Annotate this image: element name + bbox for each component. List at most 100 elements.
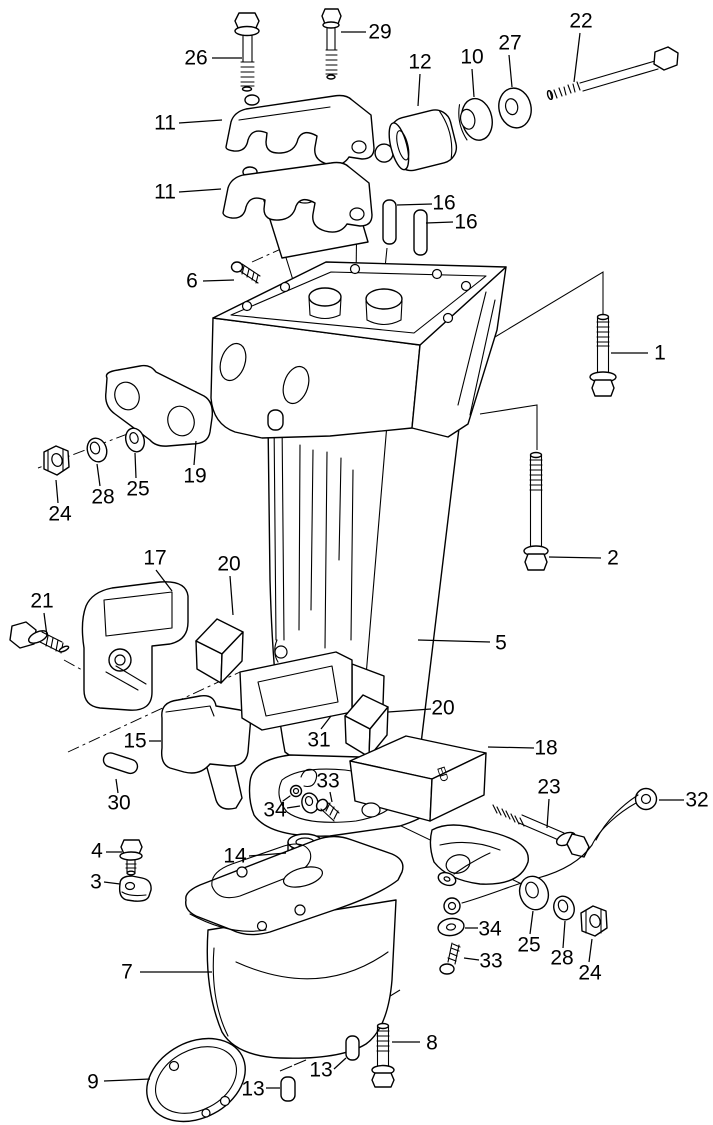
callout-label-13-40: 13 <box>241 1078 264 1101</box>
callout-label-26-0: 26 <box>184 47 207 70</box>
callout-leader-33-29 <box>329 791 333 803</box>
screw-6-drawing <box>230 261 261 284</box>
callout-leader-34-28 <box>286 805 301 809</box>
callout-label-33-34: 33 <box>479 950 502 973</box>
plate-3-drawing <box>118 875 152 902</box>
callout-label-2-16: 2 <box>607 547 619 570</box>
callout-label-33-29: 33 <box>316 770 339 793</box>
callout-label-23-26: 23 <box>537 776 560 799</box>
callout-leader-24-15 <box>55 479 59 504</box>
callout-label-3-31: 3 <box>90 871 102 894</box>
callout-leader-5-17 <box>417 639 491 643</box>
callout-label-20-24: 20 <box>431 697 454 720</box>
lower-mount-bracket-drawing <box>222 161 373 233</box>
callout-leader-6-10 <box>202 279 235 282</box>
callout-label-15-21: 15 <box>123 730 146 753</box>
callout-label-28-36: 28 <box>550 947 573 970</box>
dowel-pin-13a-drawing <box>280 1076 296 1102</box>
callout-leader-25-35 <box>529 910 534 935</box>
callout-label-24-15: 24 <box>48 503 72 526</box>
callout-leader-27-4 <box>508 54 513 88</box>
callout-label-17-18: 17 <box>143 547 166 570</box>
washer-10-drawing <box>458 97 493 141</box>
callout-leader-23-26 <box>546 798 550 829</box>
bolt-8-drawing <box>371 1022 395 1088</box>
gasket-9-drawing <box>146 1037 246 1123</box>
callout-leader-20-19 <box>229 575 234 616</box>
callout-label-27-4: 27 <box>498 32 521 55</box>
callout-leader-22-5 <box>573 32 581 83</box>
callout-leader-30-22 <box>115 778 119 794</box>
callout-leader-25-13 <box>134 452 137 479</box>
callout-label-6-10: 6 <box>186 270 198 293</box>
callout-leader-17-18 <box>155 569 173 592</box>
cushion-20-left-drawing <box>195 618 244 684</box>
dowel-pin-16b-drawing <box>413 209 428 256</box>
callout-label-14-32: 14 <box>223 845 247 868</box>
callout-label-5-17: 5 <box>495 632 507 655</box>
callout-leader-16-8 <box>396 203 433 206</box>
callout-label-30-22: 30 <box>107 792 130 815</box>
callout-label-11-7: 11 <box>154 181 176 204</box>
callout-leader-18-25 <box>487 746 535 749</box>
callout-leader-28-36 <box>562 920 566 949</box>
cushion-20-right-drawing <box>344 694 389 758</box>
callout-label-18-25: 18 <box>534 737 557 760</box>
callout-label-13-41: 13 <box>309 1059 332 1082</box>
callout-label-11-6: 11 <box>154 112 176 135</box>
dowel-pin-13b-drawing <box>345 1035 360 1061</box>
callout-label-32-27: 32 <box>685 789 708 812</box>
bolt-4-drawing <box>119 839 143 876</box>
callout-label-10-3: 10 <box>460 46 483 69</box>
bolt-1-drawing <box>589 313 617 397</box>
upper-mount-bushing-drawing <box>374 109 458 172</box>
callout-label-7-38: 7 <box>121 961 133 984</box>
callout-leader-13-41 <box>333 1057 347 1070</box>
callout-label-12-2: 12 <box>408 51 431 74</box>
callout-label-34-28: 34 <box>263 799 287 822</box>
mount-housing-18-drawing: ED <box>349 735 487 822</box>
lower-mount-15-drawing <box>160 695 251 810</box>
callout-leader-3-31 <box>103 881 121 885</box>
nut-24-left-drawing <box>43 445 70 476</box>
callout-leader-2-16 <box>548 556 602 559</box>
washer-25-right-drawing <box>518 875 550 911</box>
callout-label-25-35: 25 <box>517 934 540 957</box>
bolt-23-drawing <box>492 804 590 858</box>
upper-mount-bracket-drawing <box>225 94 375 166</box>
callout-label-22-5: 22 <box>569 10 592 33</box>
callout-label-28-14: 28 <box>91 486 114 509</box>
callout-label-16-9: 16 <box>454 211 477 234</box>
bolt-2-drawing <box>523 451 549 571</box>
stopper-bracket-19-drawing <box>105 364 214 447</box>
washer-27-drawing <box>498 87 532 129</box>
ground-wire-32-drawing <box>437 787 658 915</box>
callout-leader-10-3 <box>471 68 475 98</box>
lower-housing-7-drawing <box>185 835 404 1059</box>
callout-leader-24-37 <box>588 938 593 963</box>
terminal-cluster-drawing <box>282 768 318 802</box>
callout-label-16-8: 16 <box>432 192 455 215</box>
bracket-17-drawing <box>81 581 189 711</box>
callout-leader-12-2 <box>417 73 421 107</box>
callout-label-31-23: 31 <box>307 729 330 752</box>
washer-28-right-drawing <box>553 895 575 921</box>
callout-label-25-13: 25 <box>126 478 149 501</box>
callout-label-34-33: 34 <box>478 918 502 941</box>
callout-leader-31-23 <box>320 715 332 730</box>
bolt-29-drawing <box>321 8 342 80</box>
callout-label-9-39: 9 <box>87 1071 99 1094</box>
callout-leader-20-24 <box>387 708 432 713</box>
callout-label-1-11: 1 <box>654 342 666 365</box>
callout-label-19-12: 19 <box>183 465 206 488</box>
washer-34-right-drawing <box>437 917 465 937</box>
bolt-26-drawing <box>234 12 260 92</box>
callout-leader-11-6 <box>178 119 223 124</box>
bolt-21-drawing <box>9 621 70 654</box>
washer-28-left-drawing <box>86 437 108 463</box>
upper-housing-pan-drawing <box>210 261 507 439</box>
dowel-pin-16a-drawing <box>382 199 397 245</box>
